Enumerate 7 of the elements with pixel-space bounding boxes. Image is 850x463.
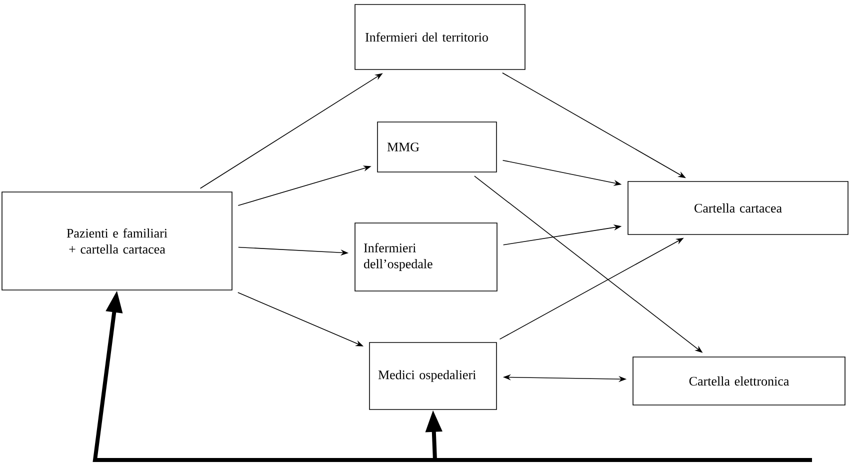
text-box: MMG [377,122,497,172]
text-box: Cartella elettronica [632,356,846,406]
text-box: Infermieri dell’ospedale [354,222,498,292]
text-box: Medici ospedalieri [369,342,497,410]
text-box: Infermieri del territorio [354,4,526,70]
text-box: Pazienti e familiari + cartella cartacea [2,192,232,290]
text-box: Cartella cartacea [628,181,848,235]
